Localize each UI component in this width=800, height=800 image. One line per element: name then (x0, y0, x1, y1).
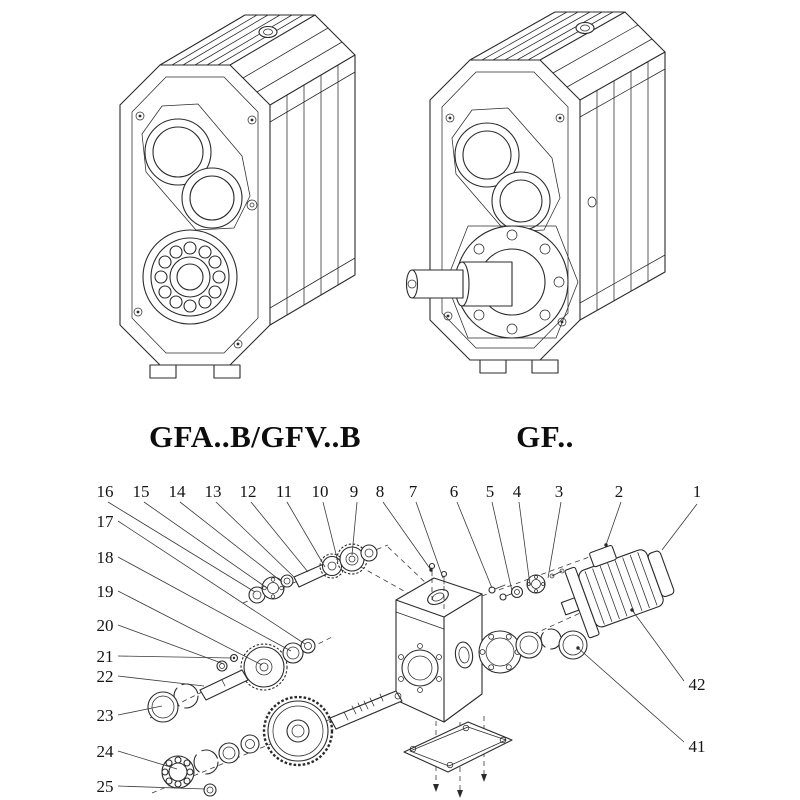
circlip (193, 749, 219, 775)
callout-1: 1 (693, 482, 702, 501)
pinion-shaft (329, 690, 403, 730)
foot (531, 359, 559, 374)
output-bearing (142, 229, 238, 325)
circlip (540, 628, 562, 650)
roller-bearing (161, 755, 195, 789)
spacer-ring (280, 574, 294, 588)
hollow-shaft-parts (147, 653, 249, 723)
foot (479, 359, 507, 374)
oil-seal (147, 691, 179, 723)
input-gear (339, 546, 365, 572)
gearbox-drawing-gf (405, 11, 666, 374)
callout-24: 24 (97, 742, 115, 761)
washer (216, 660, 228, 672)
callout-16: 16 (97, 482, 114, 501)
input-boss-outline (141, 103, 251, 231)
ring (282, 642, 304, 664)
callout-11: 11 (276, 482, 292, 501)
callout-25: 25 (97, 777, 114, 796)
callout-13: 13 (205, 482, 222, 501)
callout-6: 6 (450, 482, 459, 501)
output-shaft (405, 261, 513, 307)
callout-23: 23 (97, 706, 114, 725)
callout-22: 22 (97, 667, 114, 686)
callout-18: 18 (97, 548, 114, 567)
exploded-view: 16 15 14 13 12 11 10 9 8 7 6 5 4 3 2 1 1… (97, 482, 706, 798)
bolt (499, 593, 507, 601)
callout-3: 3 (555, 482, 564, 501)
callout-21: 21 (97, 647, 114, 666)
ring (300, 638, 316, 654)
callout-15: 15 (133, 482, 150, 501)
washer (360, 544, 378, 562)
intermediate-gear (243, 646, 285, 688)
ball-bearing (261, 576, 285, 600)
lifting-eye (575, 21, 595, 35)
callout-4: 4 (513, 482, 522, 501)
callout-5: 5 (486, 482, 495, 501)
callout-12: 12 (240, 482, 257, 501)
callout-8: 8 (376, 482, 385, 501)
callout-7: 7 (409, 482, 418, 501)
callout-14: 14 (169, 482, 187, 501)
callout-10: 10 (312, 482, 329, 501)
ball-bearing (526, 574, 546, 594)
output-shaft-assembly (161, 690, 403, 797)
stub-shaft (199, 669, 249, 701)
washer (510, 585, 524, 599)
motor-end-cap (647, 550, 675, 598)
motor-side-parts (478, 544, 675, 674)
callout-9: 9 (350, 482, 359, 501)
callout-2: 2 (615, 482, 624, 501)
callout-41: 41 (689, 737, 706, 756)
housing-bolts (428, 562, 448, 610)
gearbox-drawing-gfab (119, 14, 356, 379)
pinion-gear (321, 555, 343, 577)
electric-motor (560, 544, 675, 639)
callout-42: 42 (689, 675, 706, 694)
intermediate-gear-assembly (240, 638, 316, 691)
callout-20: 20 (97, 616, 114, 635)
callout-17: 17 (97, 512, 115, 531)
callout-labels: 16 15 14 13 12 11 10 9 8 7 6 5 4 3 2 1 1… (97, 482, 706, 796)
gasket-plate (403, 721, 513, 773)
leader-lines (107, 501, 698, 790)
terminal-box (589, 544, 617, 568)
ring (218, 742, 240, 764)
mounting-flange (478, 630, 522, 674)
callout-19: 19 (97, 582, 114, 601)
end-washer (203, 783, 217, 797)
model-label-left: GFA..B/GFV..B (149, 419, 361, 454)
washer (240, 734, 260, 754)
housing-bore (401, 649, 439, 687)
foot (149, 364, 177, 379)
foot (213, 364, 241, 379)
input-shaft-assembly (248, 543, 378, 604)
model-label-right: GF.. (516, 419, 574, 454)
output-gear (262, 695, 334, 767)
input-boss-outline (451, 107, 561, 233)
lifting-eye (258, 25, 278, 39)
gear-housing (395, 577, 483, 723)
